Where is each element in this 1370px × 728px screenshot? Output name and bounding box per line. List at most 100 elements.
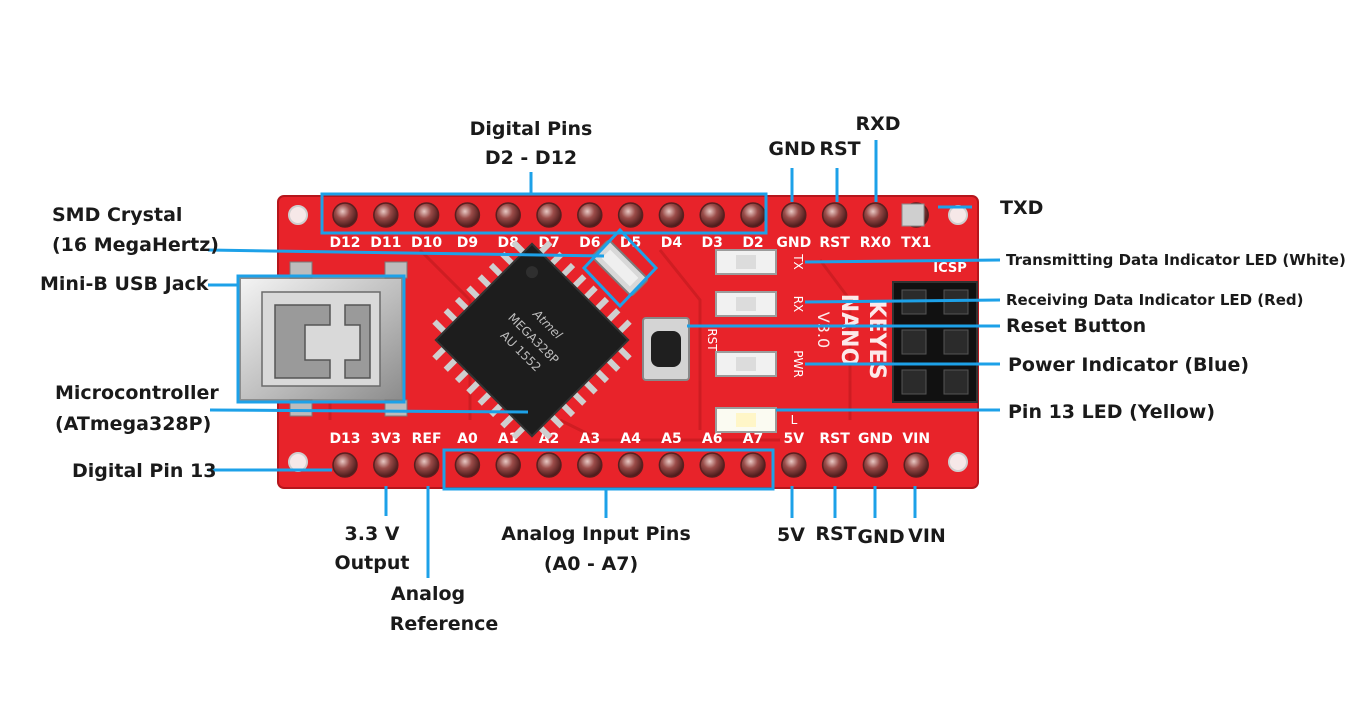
top-pin-label: D4 <box>661 235 683 251</box>
label-rx-led: Receiving Data Indicator LED (Red) <box>1006 291 1303 309</box>
bottom-pin <box>332 452 358 478</box>
top-pin <box>495 202 521 228</box>
atmega-chip: Atmel MEGA328P AU 1552 <box>432 240 632 440</box>
label-power-indicator: Power Indicator (Blue) <box>1008 354 1249 376</box>
top-pin-label: D3 <box>702 235 723 251</box>
label-analog-input: Analog Input Pins <box>501 523 691 545</box>
bottom-pin-label: A7 <box>743 431 764 447</box>
bottom-pin <box>903 452 929 478</box>
bottom-pin-label: 5V <box>784 431 805 447</box>
icsp-header: ICSP <box>892 261 978 403</box>
label-mini-usb: Mini-B USB Jack <box>40 273 209 295</box>
bottom-pin <box>536 452 562 478</box>
led-rx-silk: RX <box>791 296 805 313</box>
top-pin-label: D10 <box>411 235 442 251</box>
label-analog-input-range: (A0 - A7) <box>544 553 638 575</box>
label-analog-ref-1: Analog <box>391 583 465 605</box>
top-pin <box>699 202 725 228</box>
top-pin-label: TX1 <box>901 235 931 251</box>
top-pin <box>332 202 358 228</box>
bottom-pin-label: REF <box>412 431 442 447</box>
top-pin-label: D8 <box>498 235 519 251</box>
label-reset-button: Reset Button <box>1006 315 1146 337</box>
bottom-pin-row <box>332 452 929 478</box>
label-digital-pins-range: D2 - D12 <box>485 147 577 169</box>
top-pin-label: RST <box>819 235 850 251</box>
led-pwr: PWR <box>715 350 805 378</box>
bottom-pin-label: A5 <box>661 431 682 447</box>
mount-hole <box>948 205 968 225</box>
brand-silk: KEYES <box>864 301 889 380</box>
top-pin-label: RX0 <box>860 235 892 251</box>
digital-pins-frame <box>320 192 768 235</box>
smd-crystal <box>591 239 649 297</box>
bottom-pin <box>821 452 848 478</box>
bottom-pin-label: D13 <box>329 431 360 447</box>
nano-board: D12D11D10D9D8D7D6D5D4D3D2GNDRSTRX0TX1 D1… <box>239 195 979 489</box>
label-microcontroller: Microcontroller <box>55 382 219 404</box>
led-rx: RX <box>715 291 805 317</box>
label-rst-bottom: RST <box>815 523 856 545</box>
bottom-pin-label: A0 <box>457 431 478 447</box>
mount-hole <box>288 452 308 472</box>
top-pin-label: D12 <box>329 235 360 251</box>
top-pin <box>658 202 685 228</box>
label-smd-crystal: SMD Crystal <box>52 204 182 226</box>
top-pin-label: GND <box>776 235 811 251</box>
bottom-pin <box>740 452 766 478</box>
usb-jack-frame <box>236 274 406 404</box>
reset-button-part: RST <box>642 317 719 381</box>
label-digital-pin13: Digital Pin 13 <box>72 460 216 482</box>
bottom-pin <box>658 452 685 478</box>
bottom-pin <box>413 452 440 478</box>
top-pin <box>821 202 848 228</box>
icsp-silk: ICSP <box>933 261 967 276</box>
label-txd: TXD <box>1000 197 1043 219</box>
top-pin <box>617 202 644 228</box>
label-rst-top: RST <box>819 138 860 160</box>
led-tx-silk: TX <box>791 253 805 270</box>
bottom-pin <box>617 452 644 478</box>
version-silk: V3.0 <box>814 312 833 348</box>
pcb <box>278 196 978 488</box>
top-pin <box>536 202 562 228</box>
bottom-pin <box>699 452 725 478</box>
led-pwr-silk: PWR <box>791 350 805 377</box>
bottom-pin-label: GND <box>858 431 893 447</box>
label-tx-led: Transmitting Data Indicator LED (White) <box>1006 251 1346 269</box>
label-digital-pins: Digital Pins <box>470 118 593 140</box>
bottom-pin-label: A6 <box>702 431 723 447</box>
label-pin13-led: Pin 13 LED (Yellow) <box>1008 401 1215 423</box>
bottom-pin-label: A3 <box>580 431 601 447</box>
tx1-square-pad <box>901 203 925 227</box>
top-pin <box>781 202 807 228</box>
bottom-pin <box>373 452 399 478</box>
label-rxd: RXD <box>855 113 900 135</box>
leader-lines <box>207 140 1001 578</box>
label-analog-ref-2: Reference <box>390 613 499 635</box>
top-pin-label: D2 <box>742 235 763 251</box>
rst-silk: RST <box>705 328 719 352</box>
top-pin <box>413 202 440 228</box>
label-gnd-bottom: GND <box>857 526 904 548</box>
label-vin: VIN <box>908 525 946 547</box>
mount-hole <box>288 205 308 225</box>
led-l-silk: L <box>791 413 798 427</box>
label-microcontroller-model: (ATmega328P) <box>55 413 211 435</box>
top-pin <box>373 202 399 228</box>
label-smd-crystal-freq: (16 MegaHertz) <box>52 234 219 256</box>
top-pin <box>577 202 603 228</box>
top-pin-label: D9 <box>457 235 478 251</box>
label-33v-2: Output <box>335 552 410 574</box>
top-pin <box>740 202 766 228</box>
top-pin <box>862 202 889 228</box>
label-33v-1: 3.3 V <box>345 523 400 545</box>
bottom-pin <box>577 452 603 478</box>
top-pin-label: D6 <box>579 235 600 251</box>
bottom-pin-label: 3V3 <box>371 431 401 447</box>
label-5v: 5V <box>777 524 805 546</box>
model-silk: NANO <box>836 294 861 367</box>
bottom-pin-label: A4 <box>620 431 641 447</box>
